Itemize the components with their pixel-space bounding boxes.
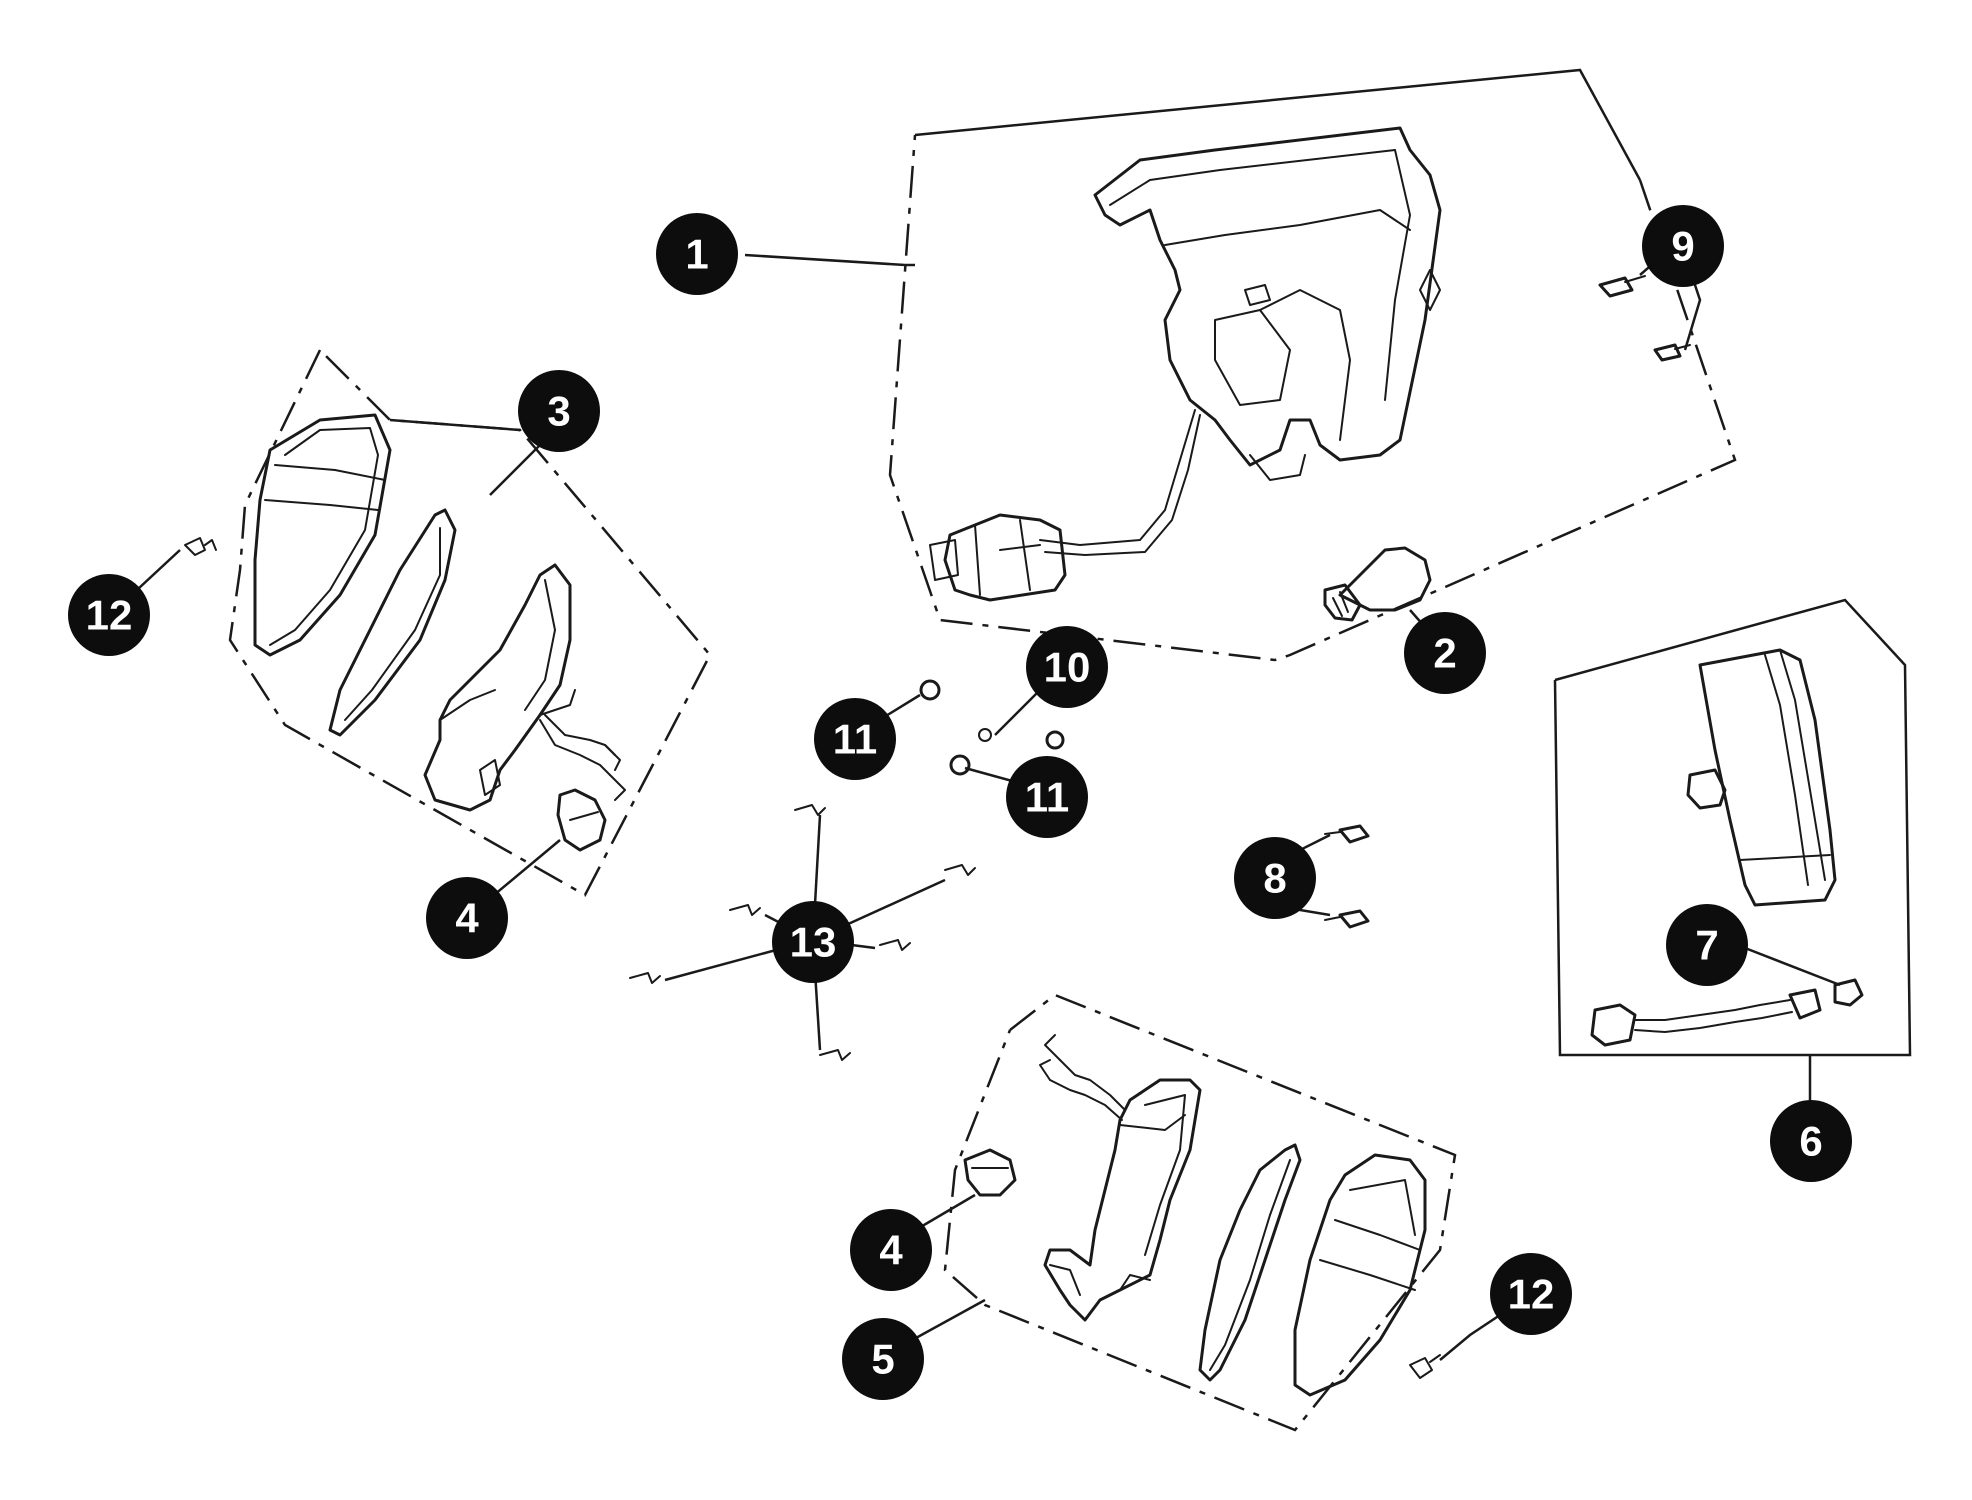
tail-light-housing <box>929 126 1442 602</box>
group-frame-1 <box>888 68 1737 662</box>
svg-text:6: 6 <box>1799 1118 1822 1165</box>
callout-11-right: 11 <box>1006 756 1088 838</box>
turn-signal-housing-left <box>423 563 626 812</box>
turn-signal-gasket-left <box>328 508 457 737</box>
clips-part-13 <box>629 804 976 1061</box>
svg-text:5: 5 <box>871 1336 894 1383</box>
callout-13: 13 <box>772 901 854 983</box>
bulb-part-4-right <box>963 1148 1017 1197</box>
callout-11-left: 11 <box>814 698 896 780</box>
clip-part-12-right <box>1409 1354 1441 1379</box>
callout-9: 9 <box>1642 205 1724 287</box>
socket-wire-part-7 <box>1590 978 1864 1047</box>
callout-8: 8 <box>1234 837 1316 919</box>
svg-text:8: 8 <box>1263 855 1286 902</box>
svg-text:13: 13 <box>790 919 837 966</box>
callout-7: 7 <box>1666 904 1748 986</box>
svg-text:2: 2 <box>1433 630 1456 677</box>
svg-text:7: 7 <box>1695 922 1718 969</box>
bulb-part-2 <box>1323 546 1432 622</box>
callout-6: 6 <box>1770 1100 1852 1182</box>
callout-12-left: 12 <box>68 574 150 656</box>
svg-text:4: 4 <box>455 895 479 942</box>
turn-signal-lens-right <box>1293 1153 1427 1397</box>
screws-part-9 <box>1598 275 1691 362</box>
turn-signal-lens-left <box>253 413 392 657</box>
svg-text:4: 4 <box>879 1227 903 1274</box>
callout-12-right: 12 <box>1490 1253 1572 1335</box>
leader-lines <box>109 239 1841 1361</box>
grommets-part-11 <box>919 679 1065 776</box>
svg-text:12: 12 <box>1508 1271 1555 1318</box>
turn-signal-gasket-right <box>1198 1143 1302 1382</box>
svg-text:3: 3 <box>547 388 570 435</box>
screws-part-8 <box>1324 824 1370 929</box>
callout-1: 1 <box>656 213 738 295</box>
group-frame-6 <box>1553 598 1912 1057</box>
license-plate-light <box>1686 648 1837 907</box>
svg-text:12: 12 <box>86 592 133 639</box>
svg-text:9: 9 <box>1671 223 1694 270</box>
callout-4-left: 4 <box>426 877 508 959</box>
callout-5: 5 <box>842 1318 924 1400</box>
callout-3: 3 <box>518 370 600 452</box>
group-frame-5 <box>943 993 1457 1432</box>
svg-text:11: 11 <box>1025 774 1069 821</box>
nut-part-10 <box>978 728 992 742</box>
turn-signal-housing-right <box>1039 1034 1202 1322</box>
svg-text:1: 1 <box>685 231 708 278</box>
callout-2: 2 <box>1404 612 1486 694</box>
svg-text:11: 11 <box>833 716 877 763</box>
callout-10: 10 <box>1026 626 1108 708</box>
group-frame-3 <box>228 349 712 897</box>
bulb-part-4-left <box>556 788 607 852</box>
svg-text:10: 10 <box>1044 644 1091 691</box>
callout-4-right: 4 <box>850 1209 932 1291</box>
clip-part-12-left <box>184 537 217 556</box>
